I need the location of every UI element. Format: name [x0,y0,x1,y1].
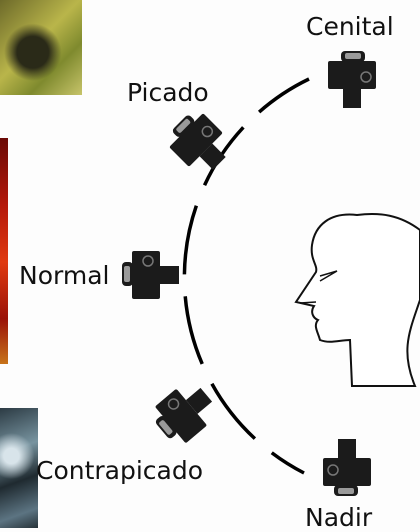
head-profile-icon [296,214,420,386]
camera-picado-icon [162,106,236,180]
camera-contrapicado-icon [147,376,222,449]
camera-cenital-icon [328,51,376,108]
label-cenital: Cenital [306,14,394,39]
label-nadir: Nadir [305,505,372,530]
label-picado: Picado [127,80,209,105]
camera-normal-icon [122,251,179,299]
camera-nadir-icon [323,439,371,496]
label-contrapicado: Contrapicado [36,458,203,483]
label-normal: Normal [19,263,109,288]
